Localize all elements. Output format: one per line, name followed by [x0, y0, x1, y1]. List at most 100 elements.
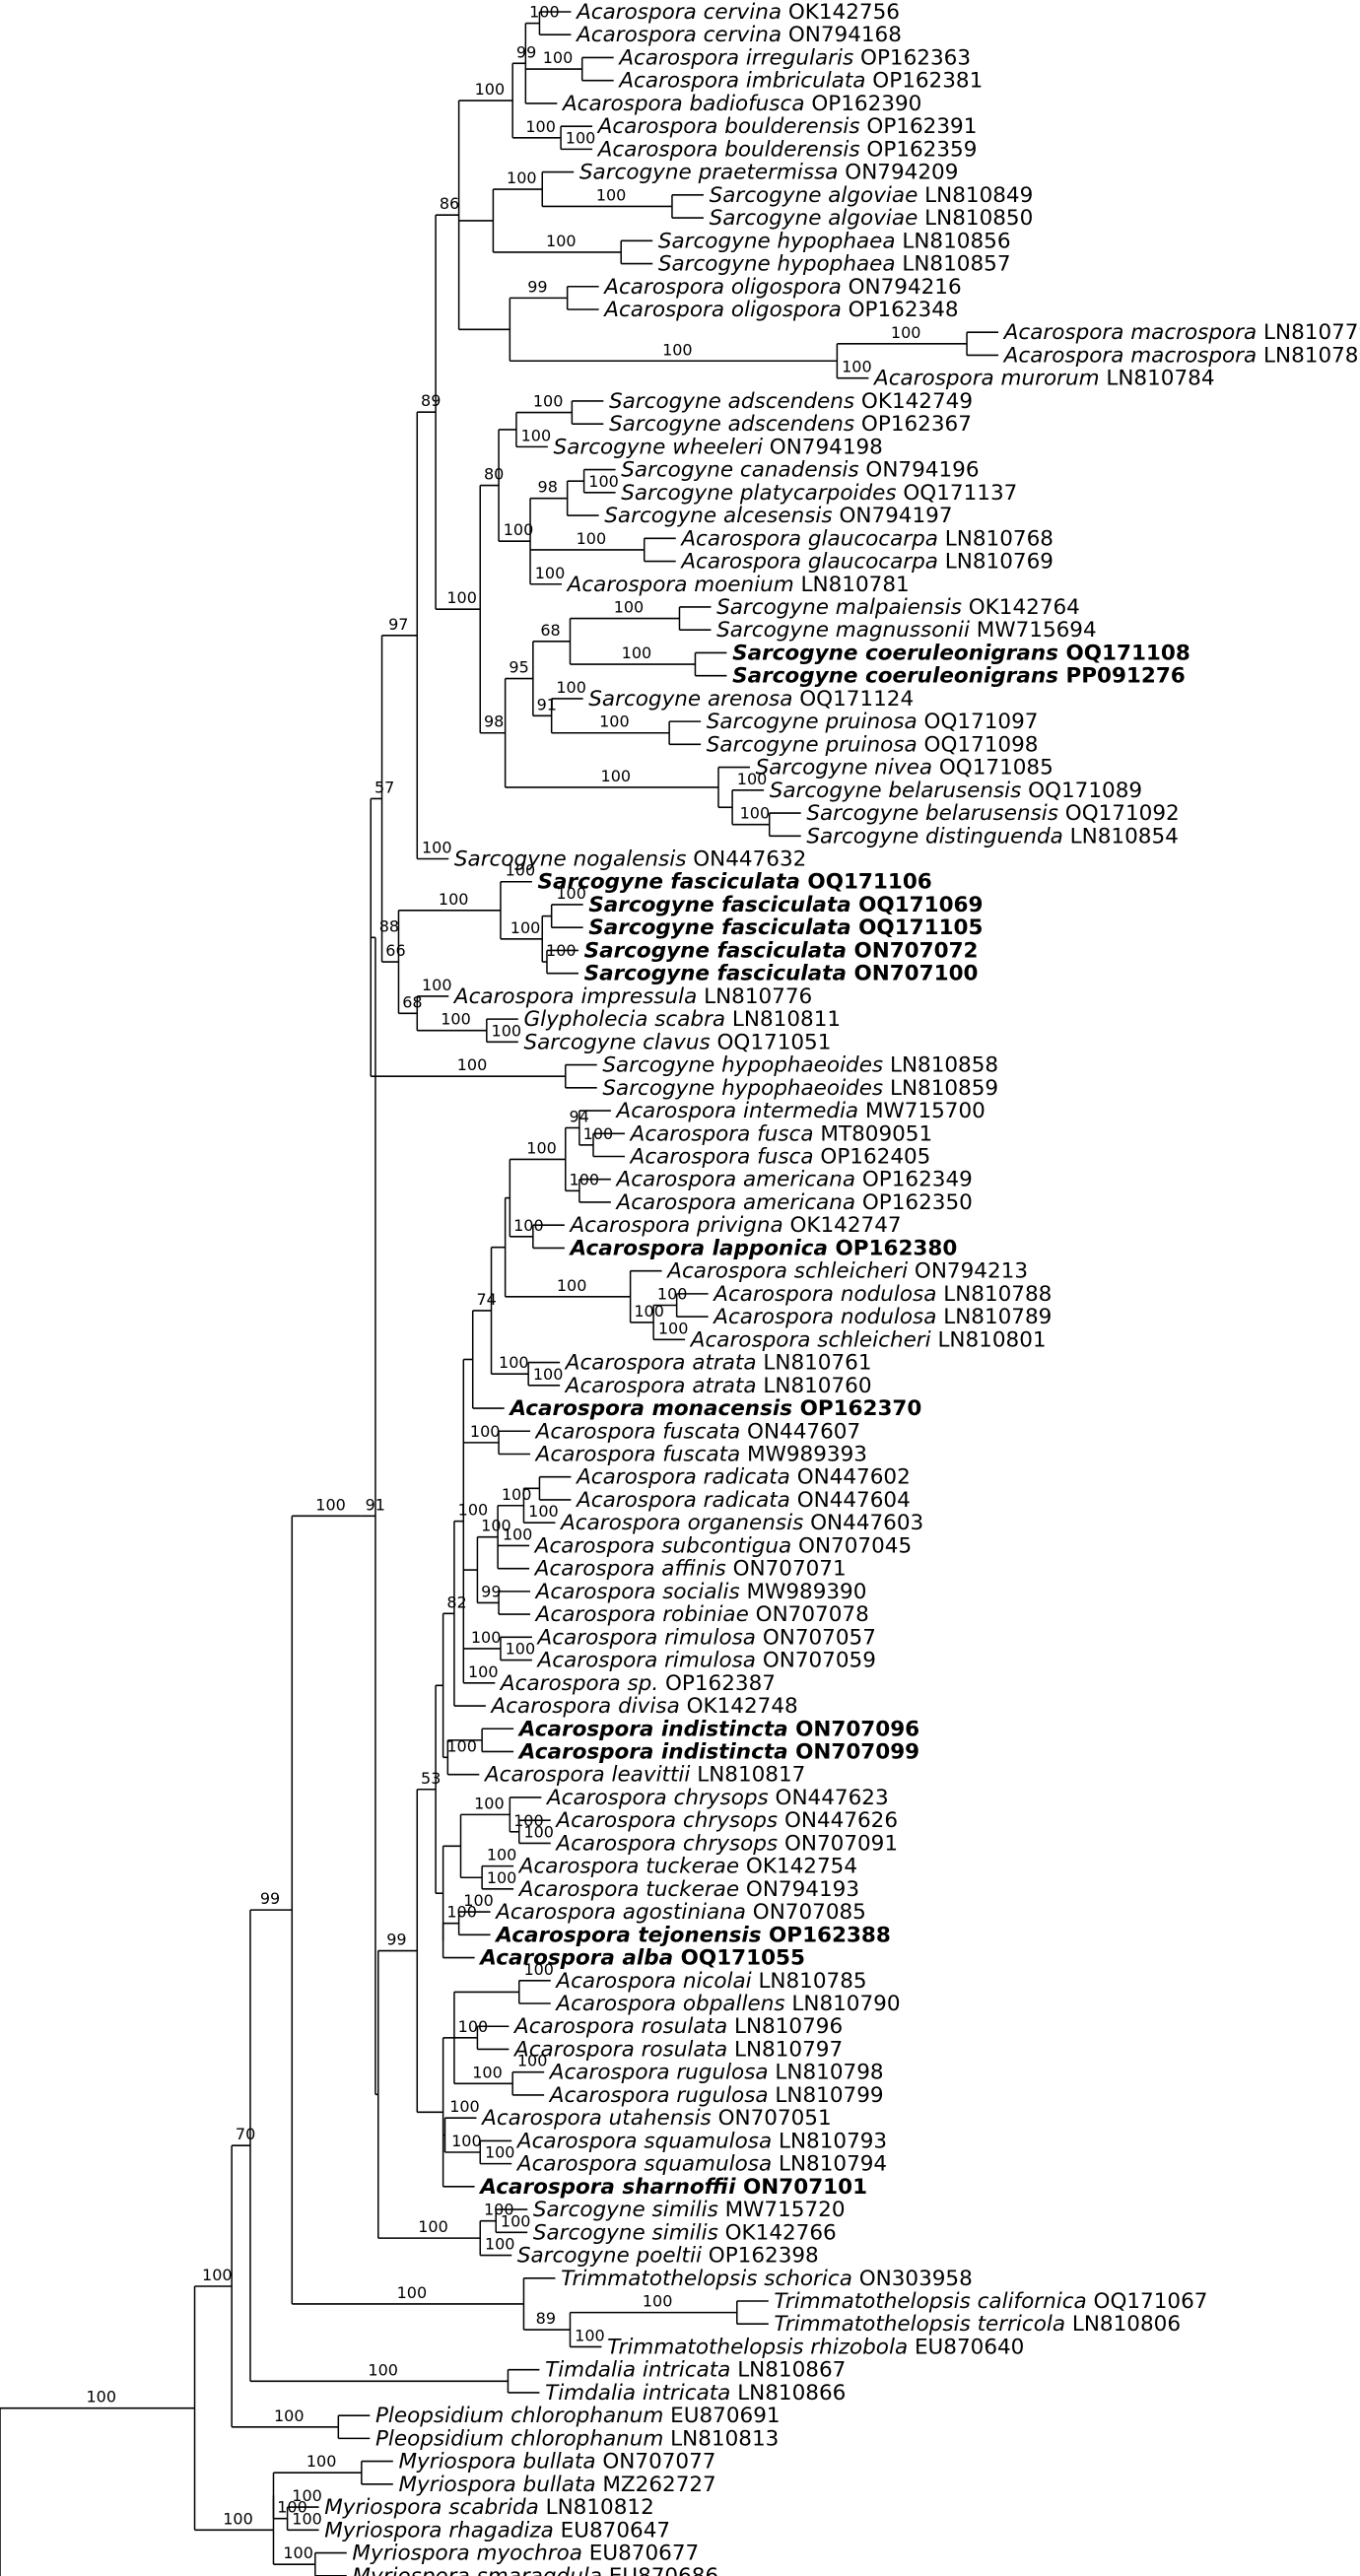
accession-number: ON794168: [782, 23, 902, 47]
support-value: 99: [260, 1889, 280, 1908]
species-name: Acarospora indistincta: [517, 1739, 788, 1764]
tip-label: Acarospora agostiniana ON707085: [494, 1900, 866, 1925]
species-name: Acarospora divisa: [490, 1694, 680, 1719]
species-name: Acarospora rosulata: [512, 2014, 727, 2039]
species-name: Trimmatothelopsis rhizobola: [607, 2335, 908, 2359]
accession-number: LN810780: [1257, 343, 1360, 368]
support-value: 100: [487, 1868, 517, 1887]
accession-number: OP162381: [865, 69, 983, 94]
accession-number: OP162359: [860, 137, 978, 162]
support-value: 100: [503, 1525, 533, 1543]
species-name: Acarospora obpallens: [554, 1992, 784, 2016]
support-value: 100: [458, 1501, 489, 1520]
accession-number: LN810849: [918, 183, 1033, 208]
tip-label: Acarospora rosulata LN810796: [512, 2014, 843, 2039]
species-name: Acarospora atrata: [564, 1374, 757, 1398]
accession-number: ON447604: [790, 1488, 911, 1513]
tip-label: Sarcogyne adscendens OK142749: [609, 389, 973, 414]
tip-label: Acarospora lapponica OP162380: [568, 1236, 957, 1260]
support-value: 100: [634, 1302, 664, 1321]
accession-number: OQ171085: [932, 756, 1054, 780]
accession-number: LN810784: [1100, 367, 1215, 391]
tip-label: Sarcogyne fasciculata ON707072: [584, 938, 979, 963]
tip-label: Sarcogyne hypophaea LN810856: [658, 229, 1011, 253]
tip-label: Sarcogyne malpaiensis OK142764: [716, 595, 1080, 620]
species-name: Acarospora organensis: [559, 1511, 803, 1535]
species-name: Acarospora privigna: [568, 1213, 782, 1238]
tip-label: Pleopsidium chlorophanum EU870691: [375, 2404, 781, 2428]
support-value: 100: [588, 472, 619, 491]
accession-number: OQ171055: [673, 1946, 805, 1971]
tip-label: Acarospora tejonensis OP162388: [494, 1923, 891, 1947]
tip-label: Acarospora imbriculata OP162381: [617, 69, 983, 94]
support-value: 100: [533, 1365, 564, 1384]
species-name: Acarospora squamulosa: [515, 2152, 772, 2177]
tip-label: Acarospora socialis MW989390: [534, 1580, 867, 1604]
accession-number: ON794196: [859, 458, 980, 483]
support-value: 100: [528, 1502, 559, 1521]
accession-number: LN810781: [794, 573, 910, 597]
tip-label: Sarcogyne similis MW715720: [533, 2198, 846, 2222]
species-name: Acarospora utahensis: [480, 2106, 712, 2131]
species-name: Acarospora fuscata: [534, 1419, 741, 1444]
accession-number: LN810794: [772, 2152, 887, 2177]
accession-number: OP162405: [814, 1145, 931, 1170]
species-name: Acarospora glaucocarpa: [679, 526, 938, 551]
tip-label: Acarospora fusca MT809051: [629, 1121, 933, 1146]
accession-number: ON707091: [778, 1831, 898, 1856]
accession-number: LN810785: [752, 1969, 867, 1994]
accession-number: OK142749: [854, 389, 973, 414]
species-name: Sarcogyne poeltii: [517, 2244, 702, 2269]
tip-label: Sarcogyne hypophaea LN810857: [658, 252, 1011, 277]
support-value: 100: [657, 1284, 688, 1303]
accession-number: ON794198: [763, 435, 883, 459]
accession-number: ON447602: [790, 1465, 911, 1490]
tip-label: Acarospora schleicheri LN810801: [689, 1327, 1047, 1352]
tip-label: Pleopsidium chlorophanum LN810813: [375, 2426, 779, 2451]
species-name: Myriospora bullata: [398, 2473, 595, 2497]
tip-label: Acarospora obpallens LN810790: [554, 1992, 900, 2016]
accession-number: ON303958: [852, 2267, 973, 2291]
accession-number: ON707045: [791, 1533, 912, 1558]
species-name: Acarospora imbriculata: [617, 69, 865, 94]
support-value: 100: [506, 861, 536, 880]
species-name: Acarospora intermedia: [615, 1099, 859, 1123]
tip-label: Timdalia intricata LN810866: [545, 2381, 846, 2406]
accession-number: ON707077: [596, 2450, 716, 2474]
species-name: Sarcogyne algoviae: [710, 183, 918, 208]
tip-label: Acarospora robiniae ON707078: [534, 1602, 869, 1627]
species-name: Sarcogyne canadensis: [621, 458, 858, 483]
species-name: Acarospora rosulata: [512, 2037, 727, 2062]
tip-label: Acarospora schleicheri ON794213: [665, 1259, 1028, 1284]
tip-label: Acarospora boulderensis OP162359: [596, 137, 978, 162]
species-name: Acarospora schleicheri: [665, 1259, 908, 1284]
species-name: Acarospora americana: [615, 1168, 856, 1192]
species-name: Acarospora chrysops: [554, 1808, 778, 1833]
species-name: Glypholecia scabra: [523, 1007, 725, 1032]
accession-number: OK142756: [782, 0, 900, 25]
tip-label: Sarcogyne canadensis ON794196: [621, 458, 979, 483]
tip-label: Acarospora oligospora OP162348: [602, 298, 958, 322]
species-name: Sarcogyne fasciculata: [538, 870, 800, 895]
species-name: Acarospora alba: [478, 1946, 673, 1971]
support-value: 100: [501, 2211, 531, 2230]
species-name: Pleopsidium chlorophanum: [375, 2404, 663, 2428]
support-value: 95: [509, 658, 528, 677]
support-value: 100: [556, 884, 586, 903]
species-name: Sarcogyne platycarpoides: [621, 481, 896, 506]
accession-number: MW715720: [718, 2198, 846, 2222]
accession-number: EU870691: [663, 2404, 780, 2428]
species-name: Sarcogyne distinguenda: [806, 824, 1062, 848]
support-value: 100: [86, 2388, 116, 2407]
tip-label: Trimmatothelopsis californica OQ171067: [774, 2289, 1207, 2314]
support-value: 100: [557, 1276, 587, 1295]
support-value: 100: [614, 598, 645, 617]
tip-label: Myriospora rhagadiza EU870647: [324, 2518, 670, 2542]
tip-label: Acarospora fusca OP162405: [629, 1145, 931, 1170]
tip-label: Acarospora moenium LN810781: [566, 573, 910, 597]
species-name: Timdalia intricata: [545, 2358, 730, 2383]
tip-label: Acarospora tuckerae ON794193: [517, 1877, 859, 1902]
tip-label: Acarospora rimulosa ON707059: [536, 1649, 876, 1673]
tip-label: Acarospora cervina OK142756: [575, 0, 900, 25]
